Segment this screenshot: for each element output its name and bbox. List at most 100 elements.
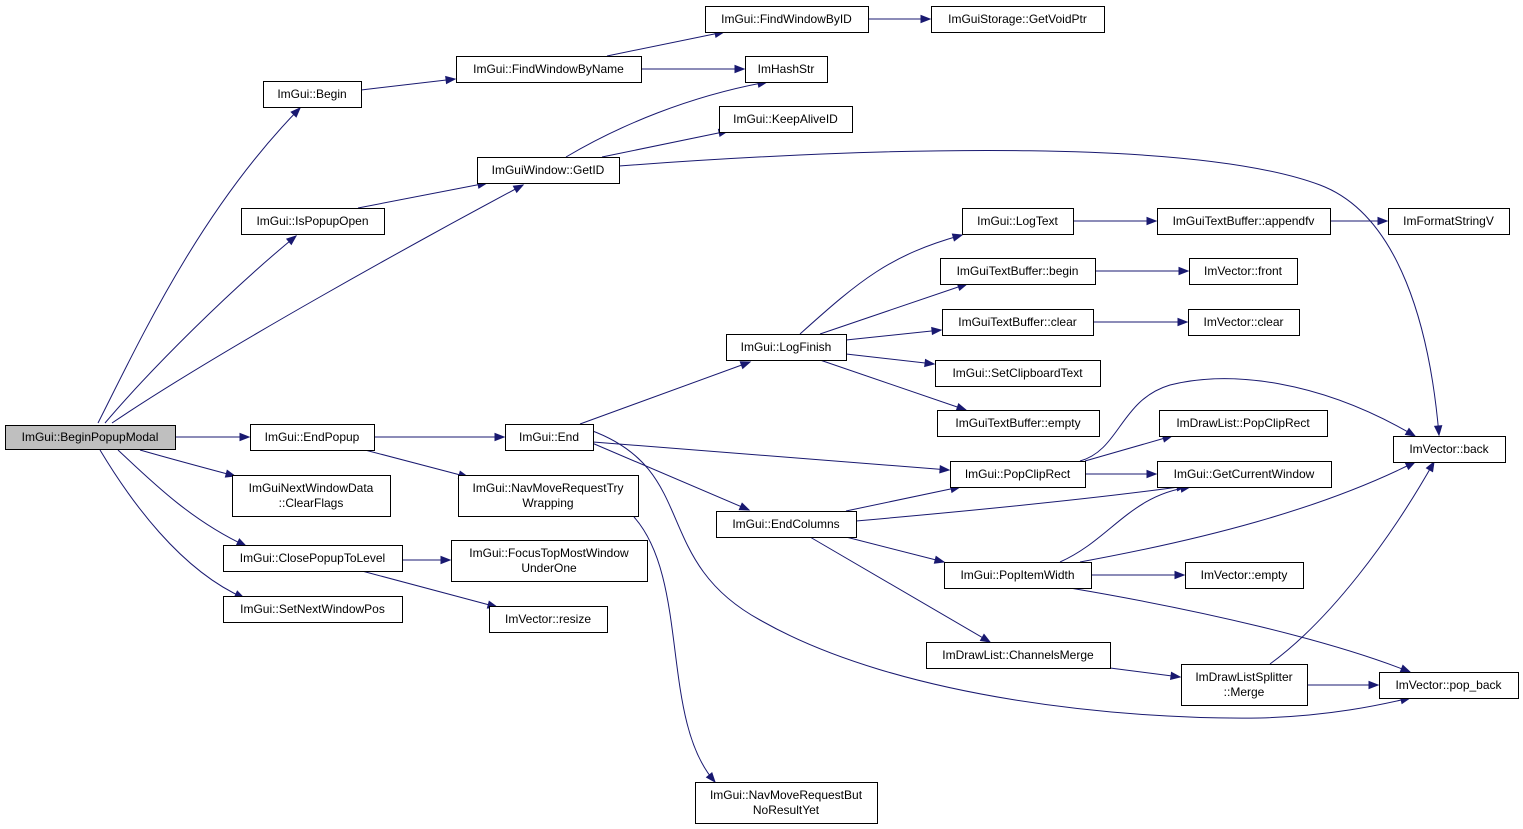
node-GetCurrentWindow[interactable]: ImGui::GetCurrentWindow: [1157, 461, 1332, 488]
node-box: [944, 562, 1092, 589]
node-DrawListPopClipRect[interactable]: ImDrawList::PopClipRect: [1159, 410, 1328, 437]
edge-arrowhead: [1146, 216, 1158, 226]
edge-arrowhead: [1146, 469, 1158, 479]
node-ClearFlags[interactable]: ImGuiNextWindowData::ClearFlags: [232, 475, 391, 517]
node-BeginPopupModal[interactable]: ImGui::BeginPopupModal: [5, 425, 176, 450]
edge-line: [364, 449, 469, 478]
edge-LogFinish-to-LogText: [799, 233, 964, 335]
edge-arrowhead: [739, 361, 752, 370]
edge-ChannelsMerge-to-SplitterMerge: [1109, 667, 1182, 680]
edge-line: [845, 536, 945, 563]
edge-SplitterMerge-to-back: [1269, 460, 1435, 665]
edge-EndColumns-to-PopClipRect: [845, 484, 962, 512]
node-VectorEmpty[interactable]: ImVector::empty: [1185, 562, 1304, 589]
node-pop_back[interactable]: ImVector::pop_back: [1379, 672, 1519, 699]
node-back[interactable]: ImVector::back: [1393, 436, 1506, 463]
node-label: ImVector::pop_back: [1395, 678, 1502, 692]
edge-appendfv-to-ImFormatStringV: [1330, 216, 1389, 226]
node-End[interactable]: ImGui::End: [505, 424, 594, 451]
node-front[interactable]: ImVector::front: [1189, 258, 1298, 285]
node-box: [745, 56, 828, 83]
edge-line: [361, 570, 498, 608]
edge-arrowhead: [931, 326, 943, 336]
node-label: ImGui::FindWindowByID: [721, 12, 852, 26]
edge-line: [845, 329, 942, 341]
node-box: [1185, 562, 1304, 589]
node-TextBufferEmpty[interactable]: ImGuiTextBuffer::empty: [937, 410, 1100, 437]
node-label: ImGuiTextBuffer::clear: [958, 315, 1077, 329]
node-LogText[interactable]: ImGui::LogText: [962, 208, 1074, 235]
edge-line: [601, 130, 729, 158]
edge-End-to-LogFinish: [579, 361, 752, 425]
node-box: [1189, 258, 1298, 285]
node-label: ImVector::front: [1204, 264, 1283, 278]
node-FindWindowByID[interactable]: ImGui::FindWindowByID: [705, 6, 869, 33]
edge-BeginPopupModal-to-IsPopupOpen: [104, 235, 298, 424]
edge-arrowhead: [933, 555, 946, 564]
nodes-layer: ImGui::BeginPopupModalImGui::BeginImGui:…: [5, 6, 1519, 824]
node-label: ImVector::empty: [1201, 568, 1288, 582]
node-ImHashStr[interactable]: ImHashStr: [745, 56, 828, 83]
edge-line: [99, 449, 245, 599]
node-PopItemWidth[interactable]: ImGui::PopItemWidth: [944, 562, 1092, 589]
node-LogFinish[interactable]: ImGui::LogFinish: [726, 334, 847, 361]
node-ImFormatStringV[interactable]: ImFormatStringV: [1388, 208, 1510, 235]
node-box: [1159, 410, 1328, 437]
node-ClosePopupToLevel[interactable]: ImGui::ClosePopupToLevel: [223, 545, 403, 572]
edge-TextBufferClear-to-VectorClear: [1093, 317, 1189, 327]
node-box: [937, 410, 1100, 437]
node-SplitterMerge[interactable]: ImDrawListSplitter::Merge: [1181, 664, 1308, 706]
node-GetID[interactable]: ImGuiWindow::GetID: [477, 157, 620, 184]
node-box: [1188, 309, 1300, 336]
node-box: [1379, 672, 1519, 699]
node-label: ImDrawList::ChannelsMerge: [942, 648, 1094, 662]
node-GetVoidPtr[interactable]: ImGuiStorage::GetVoidPtr: [931, 6, 1105, 33]
node-VectorClear[interactable]: ImVector::clear: [1188, 309, 1300, 336]
node-TextBufferBegin[interactable]: ImGuiTextBuffer::begin: [940, 258, 1096, 285]
node-box: [950, 461, 1086, 488]
node-label: ImGui::GetCurrentWindow: [1174, 467, 1315, 481]
edge-arrowhead: [920, 14, 932, 24]
node-label: ImGui::NavMoveRequestBut: [710, 788, 863, 802]
node-KeepAliveID[interactable]: ImGui::KeepAliveID: [719, 106, 853, 133]
edge-arrowhead: [1433, 425, 1443, 437]
node-label: ImGui::FindWindowByName: [473, 62, 624, 76]
node-label: ImGuiStorage::GetVoidPtr: [948, 12, 1087, 26]
node-label: ImDrawListSplitter: [1195, 670, 1292, 684]
edge-line: [1109, 667, 1181, 678]
edge-End-to-PopClipRect: [592, 441, 951, 474]
edge-arrowhead: [235, 538, 248, 547]
edge-line: [357, 182, 488, 209]
edge-arrowhead: [1404, 461, 1417, 471]
edge-line: [579, 361, 751, 425]
node-label: ImGuiTextBuffer::empty: [955, 416, 1080, 430]
node-EndColumns[interactable]: ImGui::EndColumns: [716, 511, 857, 538]
node-box: [716, 511, 857, 538]
node-IsPopupOpen[interactable]: ImGui::IsPopupOpen: [241, 208, 385, 235]
node-PopClipRect[interactable]: ImGui::PopClipRect: [950, 461, 1086, 488]
edge-arrowhead: [494, 432, 506, 442]
node-box: [505, 424, 594, 451]
node-SetClipboardText[interactable]: ImGui::SetClipboardText: [935, 360, 1101, 387]
edge-arrowhead: [239, 432, 251, 442]
edge-line: [139, 449, 236, 477]
node-Begin[interactable]: ImGui::Begin: [263, 81, 362, 108]
node-resize[interactable]: ImVector::resize: [489, 606, 608, 633]
node-box: [962, 208, 1074, 235]
edge-BeginPopupModal-to-GetID: [111, 184, 525, 424]
edge-BeginPopupModal-to-ClosePopupToLevel: [117, 449, 248, 547]
edge-PopItemWidth-to-VectorEmpty: [1091, 570, 1186, 580]
node-TextBufferClear[interactable]: ImGuiTextBuffer::clear: [942, 309, 1094, 336]
edge-line: [855, 485, 1187, 522]
node-box: [250, 424, 375, 451]
node-ChannelsMerge[interactable]: ImDrawList::ChannelsMerge: [926, 642, 1111, 669]
node-FindWindowByName[interactable]: ImGui::FindWindowByName: [456, 56, 642, 83]
edge-line: [104, 235, 297, 424]
node-EndPopup[interactable]: ImGui::EndPopup: [250, 424, 375, 451]
node-box: [458, 475, 639, 517]
node-appendfv[interactable]: ImGuiTextBuffer::appendfv: [1157, 208, 1331, 235]
node-SetNextWindowPos[interactable]: ImGui::SetNextWindowPos: [223, 596, 403, 623]
